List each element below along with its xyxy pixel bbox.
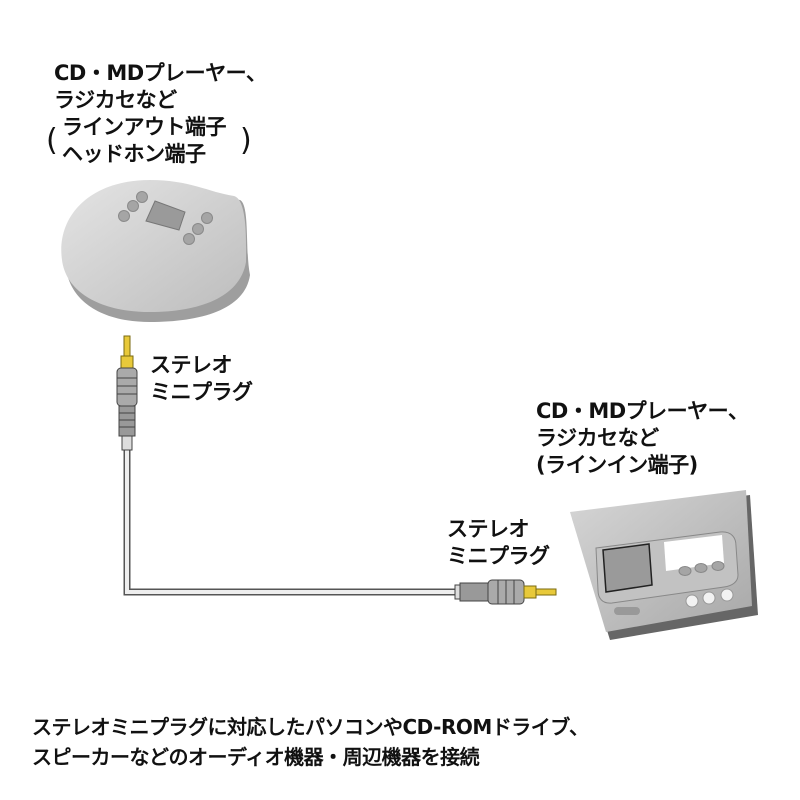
target-device-line3: (ラインイン端子) xyxy=(536,453,698,477)
plug-top-line2: ミニプラグ xyxy=(150,380,253,404)
stereo-mini-plug-top xyxy=(116,335,138,451)
source-device-line2: ラジカセなど xyxy=(54,88,177,112)
target-device-label: CD・MDプレーヤー、 ラジカセなど (ラインイン端子) xyxy=(536,398,749,479)
open-parenthesis: ( xyxy=(46,123,58,158)
source-device-label: CD・MDプレーヤー、 ラジカセなど xyxy=(54,60,267,114)
plug-right-line2: ミニプラグ xyxy=(447,544,550,568)
plug-right-line1: ステレオ xyxy=(447,517,529,541)
caption-line2: スピーカーなどのオーディオ機器・周辺機器を接続 xyxy=(32,745,480,769)
portable-cd-player-illustration xyxy=(61,180,250,322)
caption-line1: ステレオミニプラグに対応したパソコンやCD-ROMドライブ、 xyxy=(32,715,589,739)
md-player-illustration xyxy=(570,490,758,640)
caption: ステレオミニプラグに対応したパソコンやCD-ROMドライブ、 スピーカーなどのオ… xyxy=(32,712,589,772)
target-device-line1: CD・MDプレーヤー、 xyxy=(536,399,749,423)
audio-cable xyxy=(123,450,455,596)
source-device-line1: CD・MDプレーヤー、 xyxy=(54,61,267,85)
target-device-line2: ラジカセなど xyxy=(536,426,659,450)
source-terminal-label: ラインアウト端子 ヘッドホン端子 xyxy=(62,114,227,168)
stereo-mini-plug-right xyxy=(454,579,557,605)
plug-top-line1: ステレオ xyxy=(150,353,232,377)
source-terminal-line2: ヘッドホン端子 xyxy=(62,142,206,166)
plug-right-label: ステレオ ミニプラグ xyxy=(447,516,550,570)
plug-top-label: ステレオ ミニプラグ xyxy=(150,352,253,406)
close-parenthesis: ) xyxy=(240,123,252,158)
source-terminal-line1: ラインアウト端子 xyxy=(62,115,227,139)
